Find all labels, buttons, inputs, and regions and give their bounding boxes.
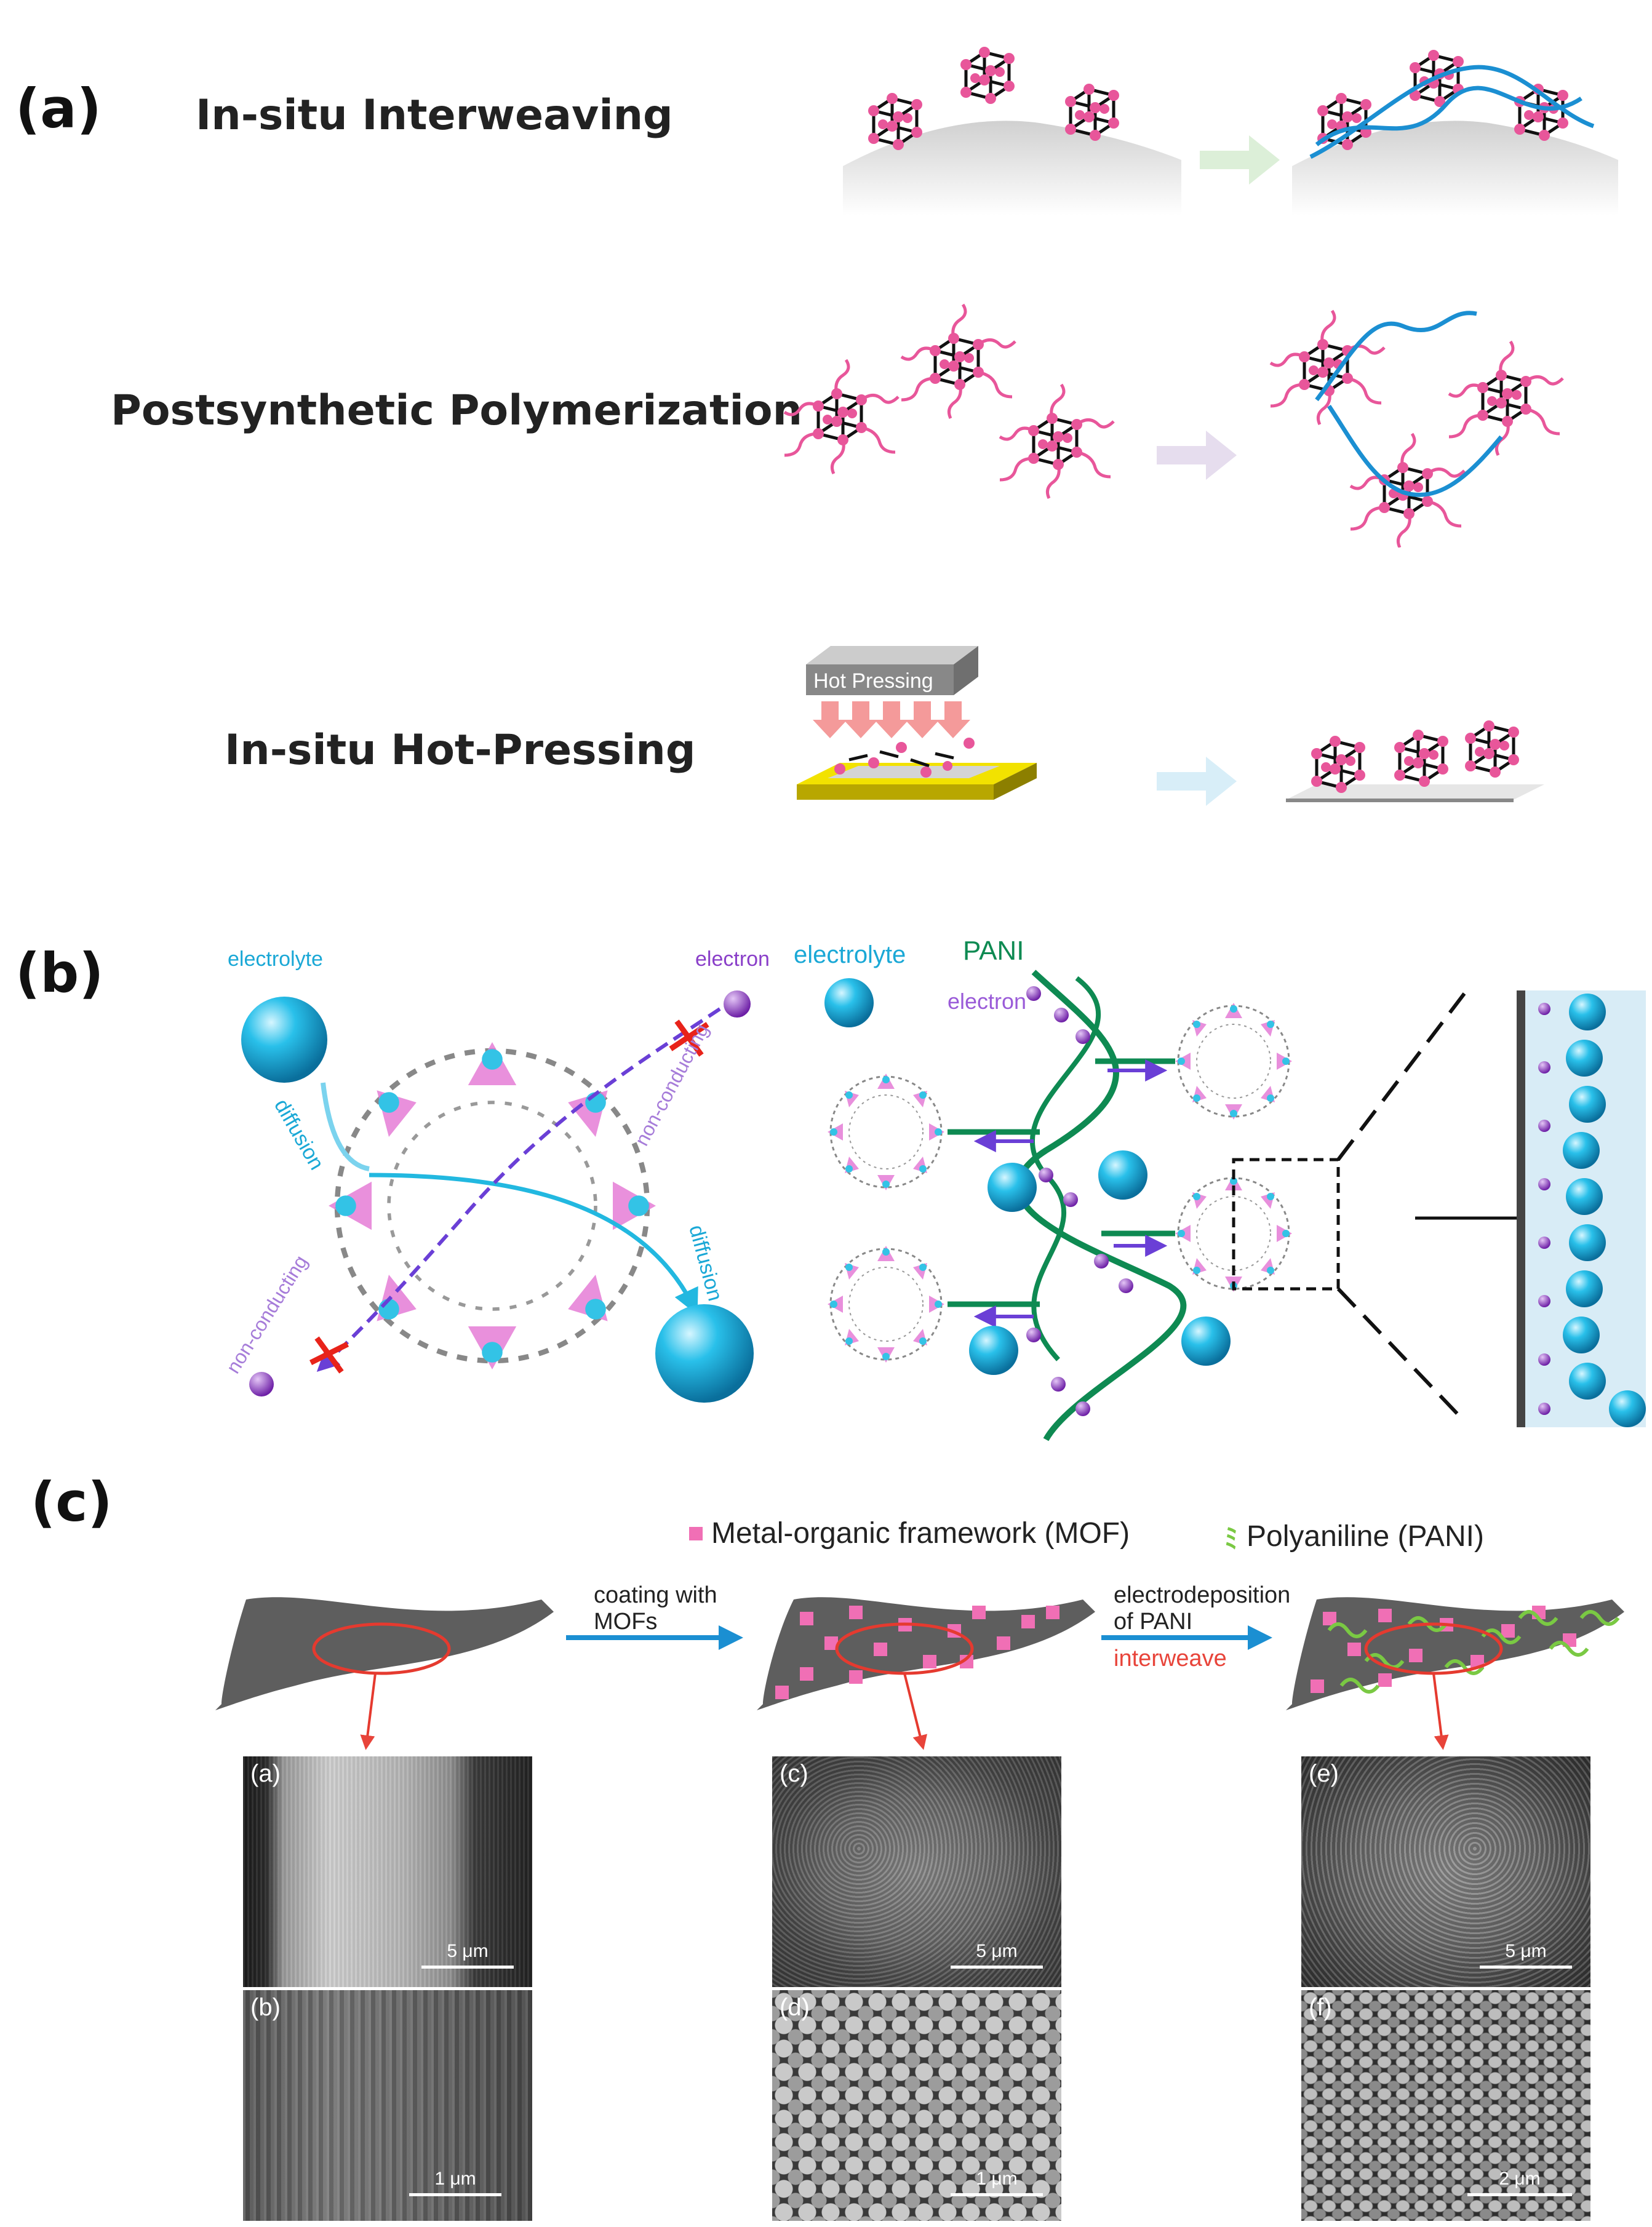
left-diffusion-label-1: diffusion bbox=[269, 1095, 329, 1174]
step2-label-line1: electrodeposition bbox=[1114, 1582, 1290, 1608]
sem-scale-d: 1 μm bbox=[976, 2169, 1018, 2189]
left-electron-dot-top bbox=[724, 990, 751, 1018]
sem-scale-a: 5 μm bbox=[447, 1941, 489, 1961]
press-plate bbox=[806, 664, 954, 695]
sem-label-c: (c) bbox=[780, 1760, 808, 1787]
sem-scalebar-a bbox=[421, 1966, 514, 1969]
sem-label-b: (b) bbox=[250, 1994, 281, 2021]
press-label: Hot Pressing bbox=[813, 669, 933, 693]
mof-conductivity-diagram: electrolyte electron diffusion diffusion… bbox=[221, 936, 1646, 1441]
right-pani-label: PANI bbox=[963, 936, 1024, 966]
fabrication-scheme: coating with MOFs electrodeposition of P… bbox=[215, 1582, 1624, 1750]
legend-pani-label: Polyaniline (PANI) bbox=[1247, 1520, 1484, 1553]
electric-double-layer bbox=[1517, 990, 1646, 1427]
step2-label-line2: of PANI bbox=[1114, 1609, 1192, 1635]
panel-c-label: (c) bbox=[31, 1470, 113, 1534]
left-diffusion-label-2: diffusion bbox=[684, 1222, 727, 1304]
left-electron-label: electron bbox=[695, 947, 770, 971]
right-electrolyte-label: electrolyte bbox=[794, 941, 906, 968]
step1-label-line1: coating with bbox=[594, 1582, 717, 1608]
sem-label-a: (a) bbox=[250, 1760, 281, 1787]
sem-image-b: (b) 1 μm bbox=[243, 1990, 532, 2221]
sem-label-d: (d) bbox=[780, 1994, 810, 2021]
legend-mof-label: Metal-organic framework (MOF) bbox=[711, 1517, 1130, 1550]
sem-scale-c: 5 μm bbox=[976, 1941, 1018, 1961]
sem-scalebar-d bbox=[951, 2193, 1043, 2196]
sem-image-a: (a) 5 μm bbox=[243, 1756, 532, 1987]
sem-image-d: (d) 1 μm bbox=[772, 1990, 1061, 2221]
sem-image-e: (e) 5 μm bbox=[1301, 1756, 1590, 1987]
mof-pani-substrate bbox=[1286, 1597, 1624, 1710]
hot-pressing-illustration: Hot Pressing bbox=[797, 646, 1544, 806]
method-label-postsynthetic: Postsynthetic Polymerization bbox=[111, 386, 802, 435]
sem-scale-b: 1 μm bbox=[434, 2169, 476, 2189]
sem-scale-f: 2 μm bbox=[1499, 2169, 1541, 2189]
left-electron-dot-bottom bbox=[249, 1372, 274, 1396]
sem-scale-e: 5 μm bbox=[1505, 1941, 1547, 1961]
left-electrolyte-label: electrolyte bbox=[228, 947, 323, 971]
panel-b-label: (b) bbox=[15, 941, 104, 1005]
zoom-box bbox=[1232, 1158, 1340, 1291]
right-electron-label: electron bbox=[948, 989, 1026, 1014]
right-electrolyte-sphere-5 bbox=[1181, 1317, 1231, 1366]
sem-scalebar-f bbox=[1467, 2193, 1572, 2196]
sem-label-e: (e) bbox=[1309, 1760, 1339, 1787]
mof-swatch-icon bbox=[689, 1526, 703, 1540]
sem-scalebar-c bbox=[951, 1966, 1043, 1969]
left-electrolyte-sphere-top bbox=[241, 997, 327, 1083]
bare-substrate bbox=[215, 1597, 554, 1710]
left-electrolyte-sphere-bottom bbox=[655, 1304, 754, 1403]
sem-image-c: (c) 5 μm bbox=[772, 1756, 1061, 1987]
left-nonconducting-label-2: non-conducting bbox=[221, 1251, 311, 1377]
pani-swatch-icon: ﾐ bbox=[1224, 1523, 1238, 1555]
sem-scalebar-b bbox=[409, 2193, 501, 2196]
legend-pani: ﾐ Polyaniline (PANI) bbox=[1224, 1516, 1484, 1556]
panel-a-label: (a) bbox=[15, 77, 102, 140]
sem-label-f: (f) bbox=[1309, 1994, 1332, 2021]
interweaving-illustration bbox=[843, 12, 1618, 215]
right-electrolyte-sphere-1 bbox=[824, 978, 874, 1027]
sem-image-f: (f) 2 μm bbox=[1301, 1990, 1590, 2221]
method-label-hot-pressing: In-situ Hot-Pressing bbox=[225, 726, 696, 775]
mof-coated-substrate bbox=[757, 1597, 1095, 1710]
large-mof-structure bbox=[329, 1042, 656, 1369]
right-electrolyte-sphere-3 bbox=[1098, 1150, 1147, 1200]
sem-scalebar-e bbox=[1480, 1966, 1572, 1969]
postsynthetic-illustration bbox=[763, 289, 1637, 548]
method-label-interweaving: In-situ Interweaving bbox=[196, 91, 673, 140]
left-nonconducting-label-1: non-conducting bbox=[630, 1020, 713, 1149]
step2-interweave-label: interweave bbox=[1114, 1646, 1227, 1671]
step1-label-line2: MOFs bbox=[594, 1609, 657, 1635]
right-electrolyte-sphere-4 bbox=[969, 1326, 1018, 1375]
right-electrolyte-sphere-2 bbox=[988, 1163, 1037, 1212]
legend-mof: Metal-organic framework (MOF) bbox=[689, 1516, 1130, 1550]
